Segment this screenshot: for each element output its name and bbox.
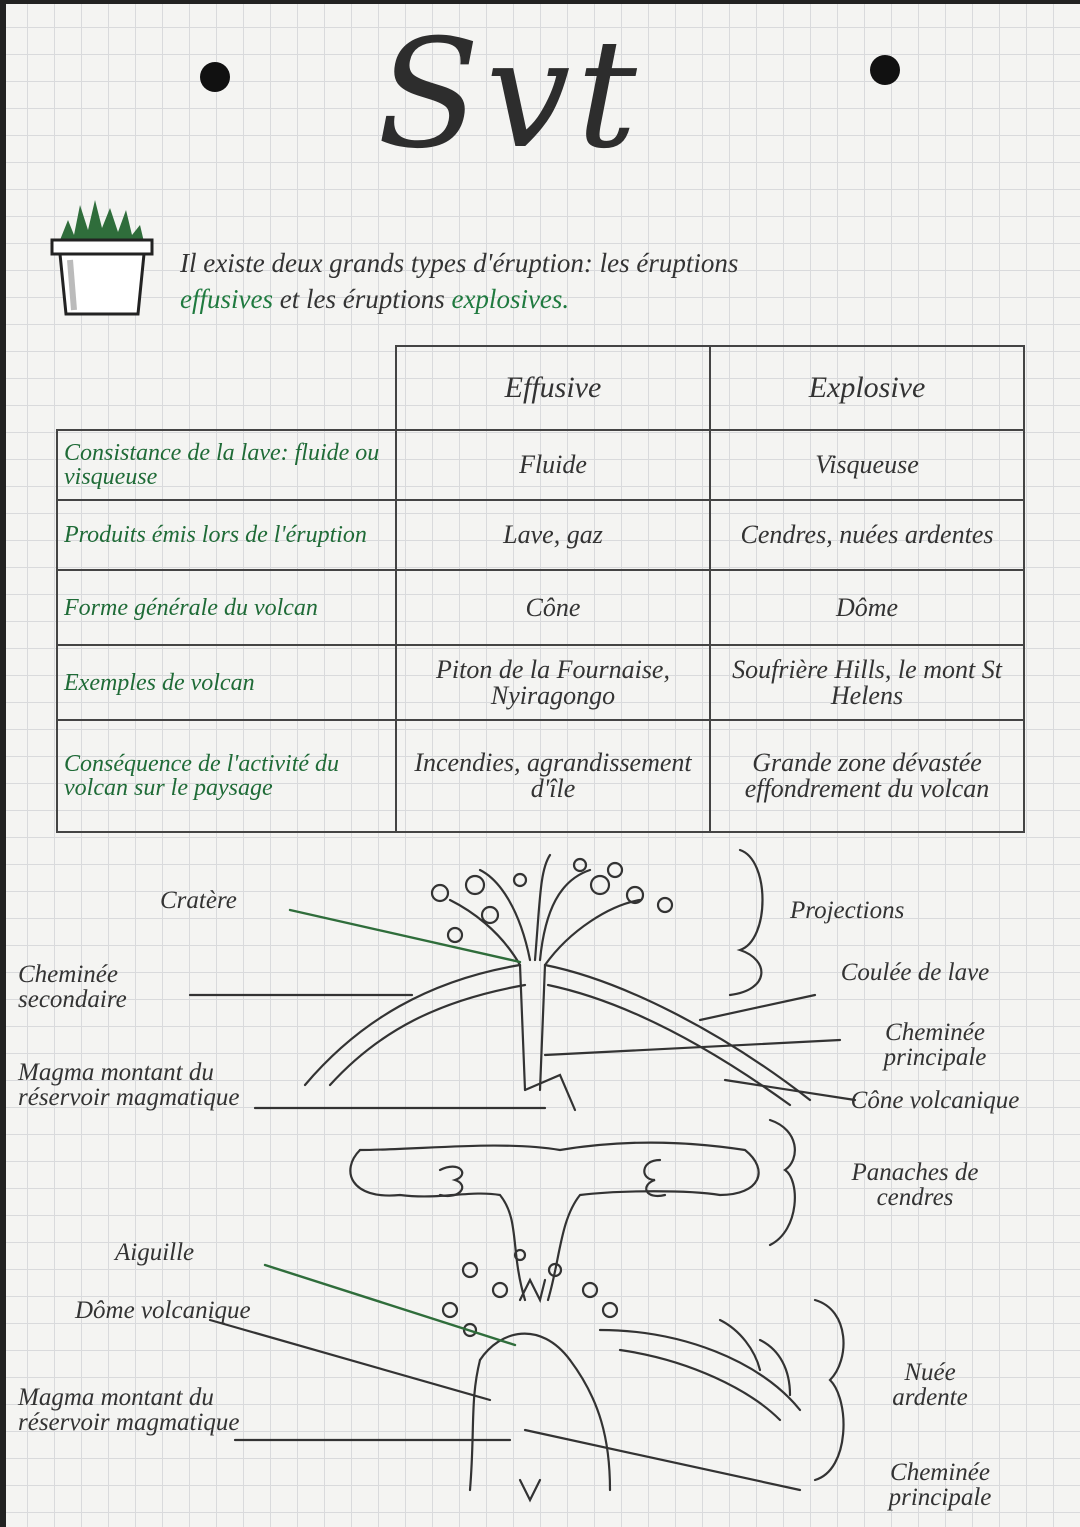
- table-row: Conséquence de l'activité du volcan sur …: [56, 719, 1025, 833]
- label-cheminee-secondaire: Cheminée secondaire: [18, 961, 127, 1013]
- label-cheminee-principale: Cheminée principale: [883, 1019, 987, 1071]
- cell-explosive: Dôme: [709, 569, 1025, 646]
- cell-effusive: Cône: [395, 569, 711, 646]
- column-effusive: Effusive: [395, 345, 711, 431]
- binder-hole-right: [870, 55, 900, 85]
- table-header-row: Effusive Explosive: [57, 345, 1025, 431]
- label-cheminee-principale-2: Cheminée principale: [888, 1459, 992, 1511]
- table-row: Consistance de la lave: fluide ou visque…: [56, 429, 1025, 501]
- row-label: Consistance de la lave: fluide ou visque…: [56, 429, 397, 501]
- cell-effusive: Piton de la Fournaise, Nyiragongo: [395, 644, 711, 721]
- label-magma-explosive: Magma montant du réservoir magmatique: [18, 1384, 240, 1436]
- binder-hole-left: [200, 62, 230, 92]
- intro-part1: Il existe deux grands types d'éruption: …: [180, 248, 739, 278]
- explosive-volcano-drawing: [349, 1141, 802, 1503]
- cell-explosive: Soufrière Hills, le mont St Helens: [709, 644, 1025, 721]
- plant-pot-icon: [50, 200, 154, 316]
- label-aiguille: Aiguille: [115, 1239, 195, 1266]
- label-nuee: Nuée ardente: [892, 1359, 968, 1411]
- intro-part2: et les éruptions: [279, 284, 445, 314]
- cell-explosive: Grande zone dévastée effondrement du vol…: [709, 719, 1025, 833]
- effusive-volcano-drawing: [303, 853, 812, 1112]
- table-row: Produits émis lors de l'éruption Lave, g…: [56, 499, 1025, 571]
- label-dome: Dôme volcanique: [75, 1297, 251, 1324]
- row-label: Forme générale du volcan: [56, 569, 397, 646]
- cell-explosive: Visqueuse: [709, 429, 1025, 501]
- intro-explosive-word: explosives.: [451, 284, 570, 314]
- page-title: Svt: [377, 8, 643, 182]
- table-corner: [57, 346, 397, 431]
- label-projections: Projections: [790, 897, 905, 924]
- row-label: Exemples de volcan: [56, 644, 397, 721]
- label-panaches: Panaches de cendres: [851, 1159, 979, 1211]
- label-coulee: Coulée de lave: [840, 959, 990, 986]
- table-row: Exemples de volcan Piton de la Fournaise…: [56, 644, 1025, 721]
- cell-effusive: Fluide: [395, 429, 711, 501]
- label-cratere: Cratère: [160, 887, 237, 914]
- cell-effusive: Lave, gaz: [395, 499, 711, 571]
- intro-text: Il existe deux grands types d'éruption: …: [180, 245, 1020, 317]
- cell-effusive: Incendies, agrandissement d'île: [395, 719, 711, 833]
- column-explosive: Explosive: [709, 345, 1025, 431]
- table-row: Forme générale du volcan Cône Dôme: [56, 569, 1025, 646]
- row-label: Conséquence de l'activité du volcan sur …: [56, 719, 397, 833]
- label-magma-effusive: Magma montant du réservoir magmatique: [18, 1059, 240, 1111]
- label-cone: Cône volcanique: [850, 1087, 1020, 1114]
- eruption-comparison-table: Effusive Explosive Consistance de la lav…: [56, 345, 1025, 833]
- row-label: Produits émis lors de l'éruption: [56, 499, 397, 571]
- cell-explosive: Cendres, nuées ardentes: [709, 499, 1025, 571]
- intro-effusive-word: effusives: [180, 284, 273, 314]
